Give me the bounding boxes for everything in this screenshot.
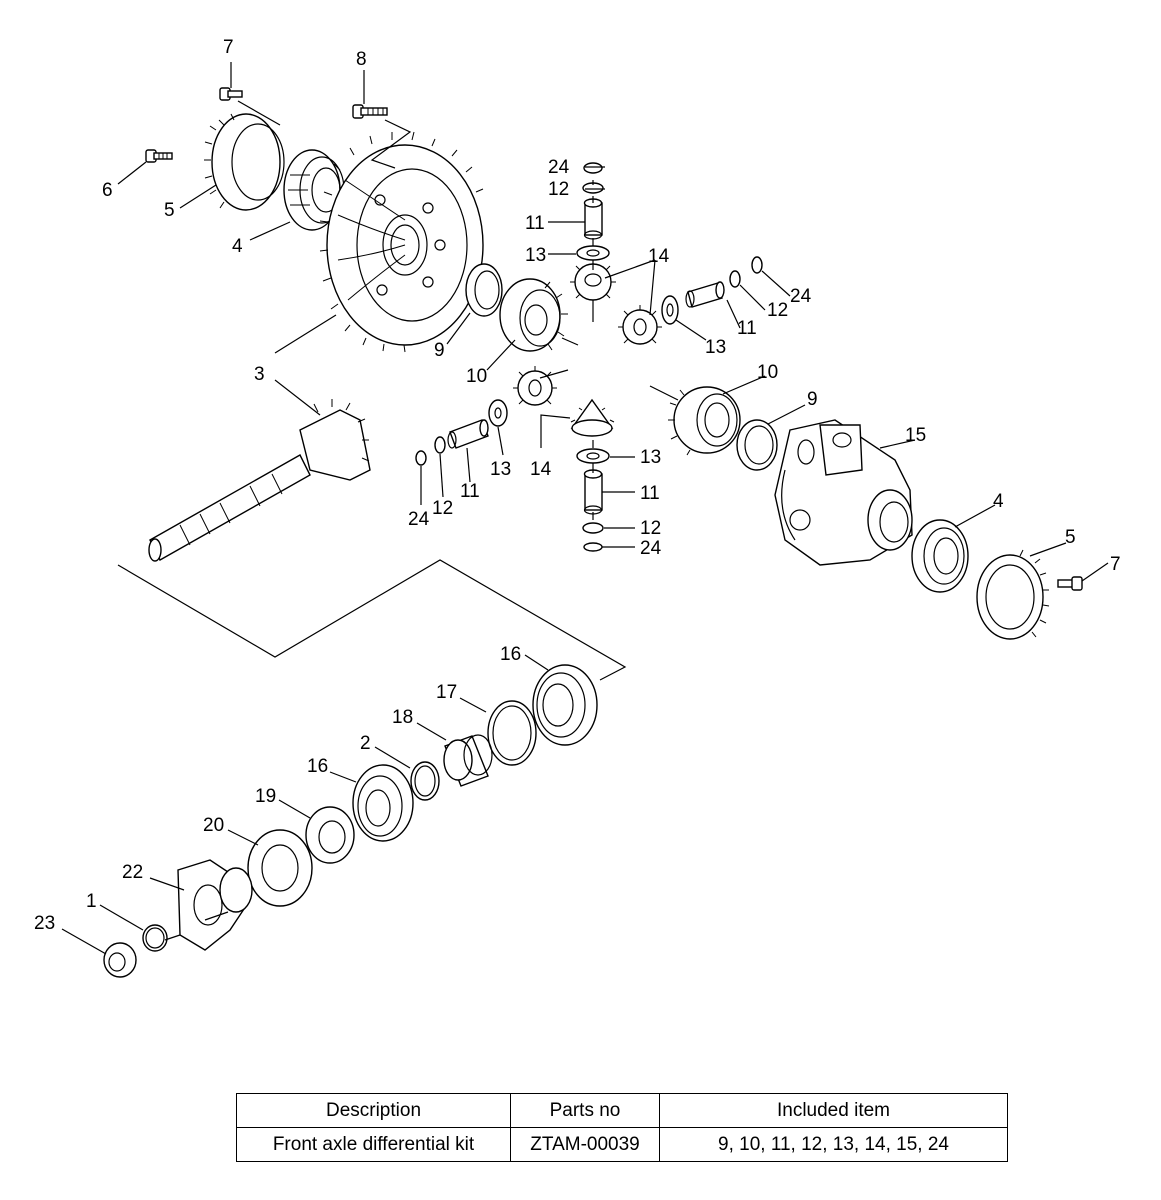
header-description: Description	[236, 1093, 511, 1128]
callout-17: 17	[436, 682, 457, 703]
part-12-ring-bottom	[582, 522, 604, 534]
part-3-drive-pinion-shaft	[148, 399, 371, 562]
callout-14-top: 14	[648, 246, 670, 267]
callout-23: 23	[34, 913, 55, 934]
part-9-shim-upper	[465, 263, 503, 317]
callout-12-top: 12	[548, 179, 569, 200]
callout-1: 1	[86, 891, 97, 912]
cell-description: Front axle differential kit	[236, 1127, 511, 1162]
part-24-snap-ring-bottom	[583, 542, 603, 552]
table-row: Front axle differential kit ZTAM-00039 9…	[236, 1127, 1008, 1162]
part-shapes	[103, 87, 1083, 978]
part-13-washer-top	[576, 245, 610, 261]
part-6-bolt	[145, 149, 173, 163]
part-12-ring-left	[434, 436, 446, 454]
callout-18: 18	[392, 707, 413, 728]
part-11-pin-left	[447, 419, 489, 449]
part-3-ring-gear	[319, 131, 484, 353]
callout-16-bottom: 16	[307, 756, 328, 777]
callout-5-left: 5	[164, 200, 175, 221]
part-8-bolt	[352, 104, 388, 119]
callout-12-bottom: 12	[640, 518, 661, 539]
part-24-snap-ring-left	[415, 450, 427, 466]
cell-included-item: 9, 10, 11, 12, 13, 14, 15, 24	[659, 1127, 1008, 1162]
exploded-parts-diagram: 7 8 6 5 4 3 9 10 24 12 11 13 14 24 12 11…	[34, 37, 1121, 978]
part-24-snap-ring-right	[751, 256, 763, 274]
part-14-pinion-gear-b	[618, 305, 662, 345]
cell-parts-no: ZTAM-00039	[510, 1127, 660, 1162]
part-11-pin-bottom	[583, 469, 603, 515]
part-22-yoke-flange	[177, 859, 253, 951]
callout-24-top: 24	[548, 157, 570, 178]
callout-19: 19	[255, 786, 276, 807]
part-14-pinion-gear-c	[513, 366, 557, 406]
callout-22: 22	[122, 862, 143, 883]
callout-7-top: 7	[223, 37, 234, 58]
part-11-pin-top	[583, 198, 603, 240]
callout-13-top: 13	[525, 245, 546, 266]
callout-9-right: 9	[807, 389, 818, 410]
callout-8: 8	[356, 49, 367, 70]
part-1-o-ring	[142, 924, 168, 952]
part-9-shim-right	[736, 419, 778, 471]
callout-leaders	[61, 62, 1109, 955]
callout-7-right: 7	[1110, 554, 1121, 575]
callout-24-right: 24	[790, 286, 812, 307]
callout-16-top: 16	[500, 644, 521, 665]
callout-4-right: 4	[993, 491, 1004, 512]
part-17-spacer-ring	[487, 700, 537, 766]
callout-15: 15	[905, 425, 926, 446]
callout-numbers: 7 8 6 5 4 3 9 10 24 12 11 13 14 24 12 11…	[34, 37, 1121, 934]
part-14-pinion-gear-d	[570, 398, 615, 437]
part-19-lock-nut	[305, 806, 355, 864]
callout-24-left: 24	[408, 509, 430, 530]
callout-10-left: 10	[466, 366, 487, 387]
part-7-bolt-top	[219, 87, 243, 101]
part-10-side-gear-upper	[499, 278, 568, 352]
part-4-bearing-right	[911, 519, 969, 593]
callout-10-right: 10	[757, 362, 778, 383]
part-2-shim-ring	[410, 761, 440, 801]
callout-9-left: 9	[434, 340, 445, 361]
part-13-washer-left	[488, 399, 508, 427]
callout-13-left: 13	[490, 459, 511, 480]
callout-24-bottom: 24	[640, 538, 662, 559]
part-12-ring-right	[729, 270, 741, 288]
part-15-differential-case	[774, 419, 913, 566]
part-16-bearing-lower	[352, 764, 414, 842]
part-24-snap-ring-top	[583, 162, 603, 174]
part-20-oil-seal	[247, 829, 313, 907]
part-13-washer-bottom	[576, 448, 610, 464]
callout-12-right: 12	[767, 300, 788, 321]
callout-20: 20	[203, 815, 224, 836]
parts-kit-table: Description Parts no Included item Front…	[236, 1093, 1008, 1162]
part-16-bearing-upper	[532, 664, 598, 746]
table-header-row: Description Parts no Included item	[236, 1093, 1008, 1128]
part-13-washer-right	[661, 295, 679, 325]
callout-3: 3	[254, 364, 265, 385]
part-10-side-gear-right	[668, 386, 741, 456]
callout-2: 2	[360, 733, 371, 754]
callout-11-bottom: 11	[640, 483, 660, 504]
part-7-bolt-right	[1057, 576, 1083, 591]
header-included-item: Included item	[659, 1093, 1008, 1128]
part-5-adjuster-nut-left	[204, 113, 285, 211]
callout-11-top: 11	[525, 213, 545, 234]
callout-11-left: 11	[460, 481, 480, 502]
part-23-flange-nut	[103, 942, 137, 978]
callout-6: 6	[102, 180, 113, 201]
callout-11-right: 11	[737, 318, 757, 339]
callout-13-bottom: 13	[640, 447, 661, 468]
callout-5-right: 5	[1065, 527, 1076, 548]
part-11-pin-right	[685, 281, 725, 308]
callout-14-bottom: 14	[530, 459, 552, 480]
part-5-adjuster-nut-right	[976, 549, 1050, 640]
callout-13-right: 13	[705, 337, 726, 358]
callout-4-left: 4	[232, 236, 243, 257]
part-18-collar	[443, 734, 493, 787]
callout-12-left: 12	[432, 498, 453, 519]
header-parts-no: Parts no	[510, 1093, 660, 1128]
assembly-guide-lines	[117, 100, 679, 941]
